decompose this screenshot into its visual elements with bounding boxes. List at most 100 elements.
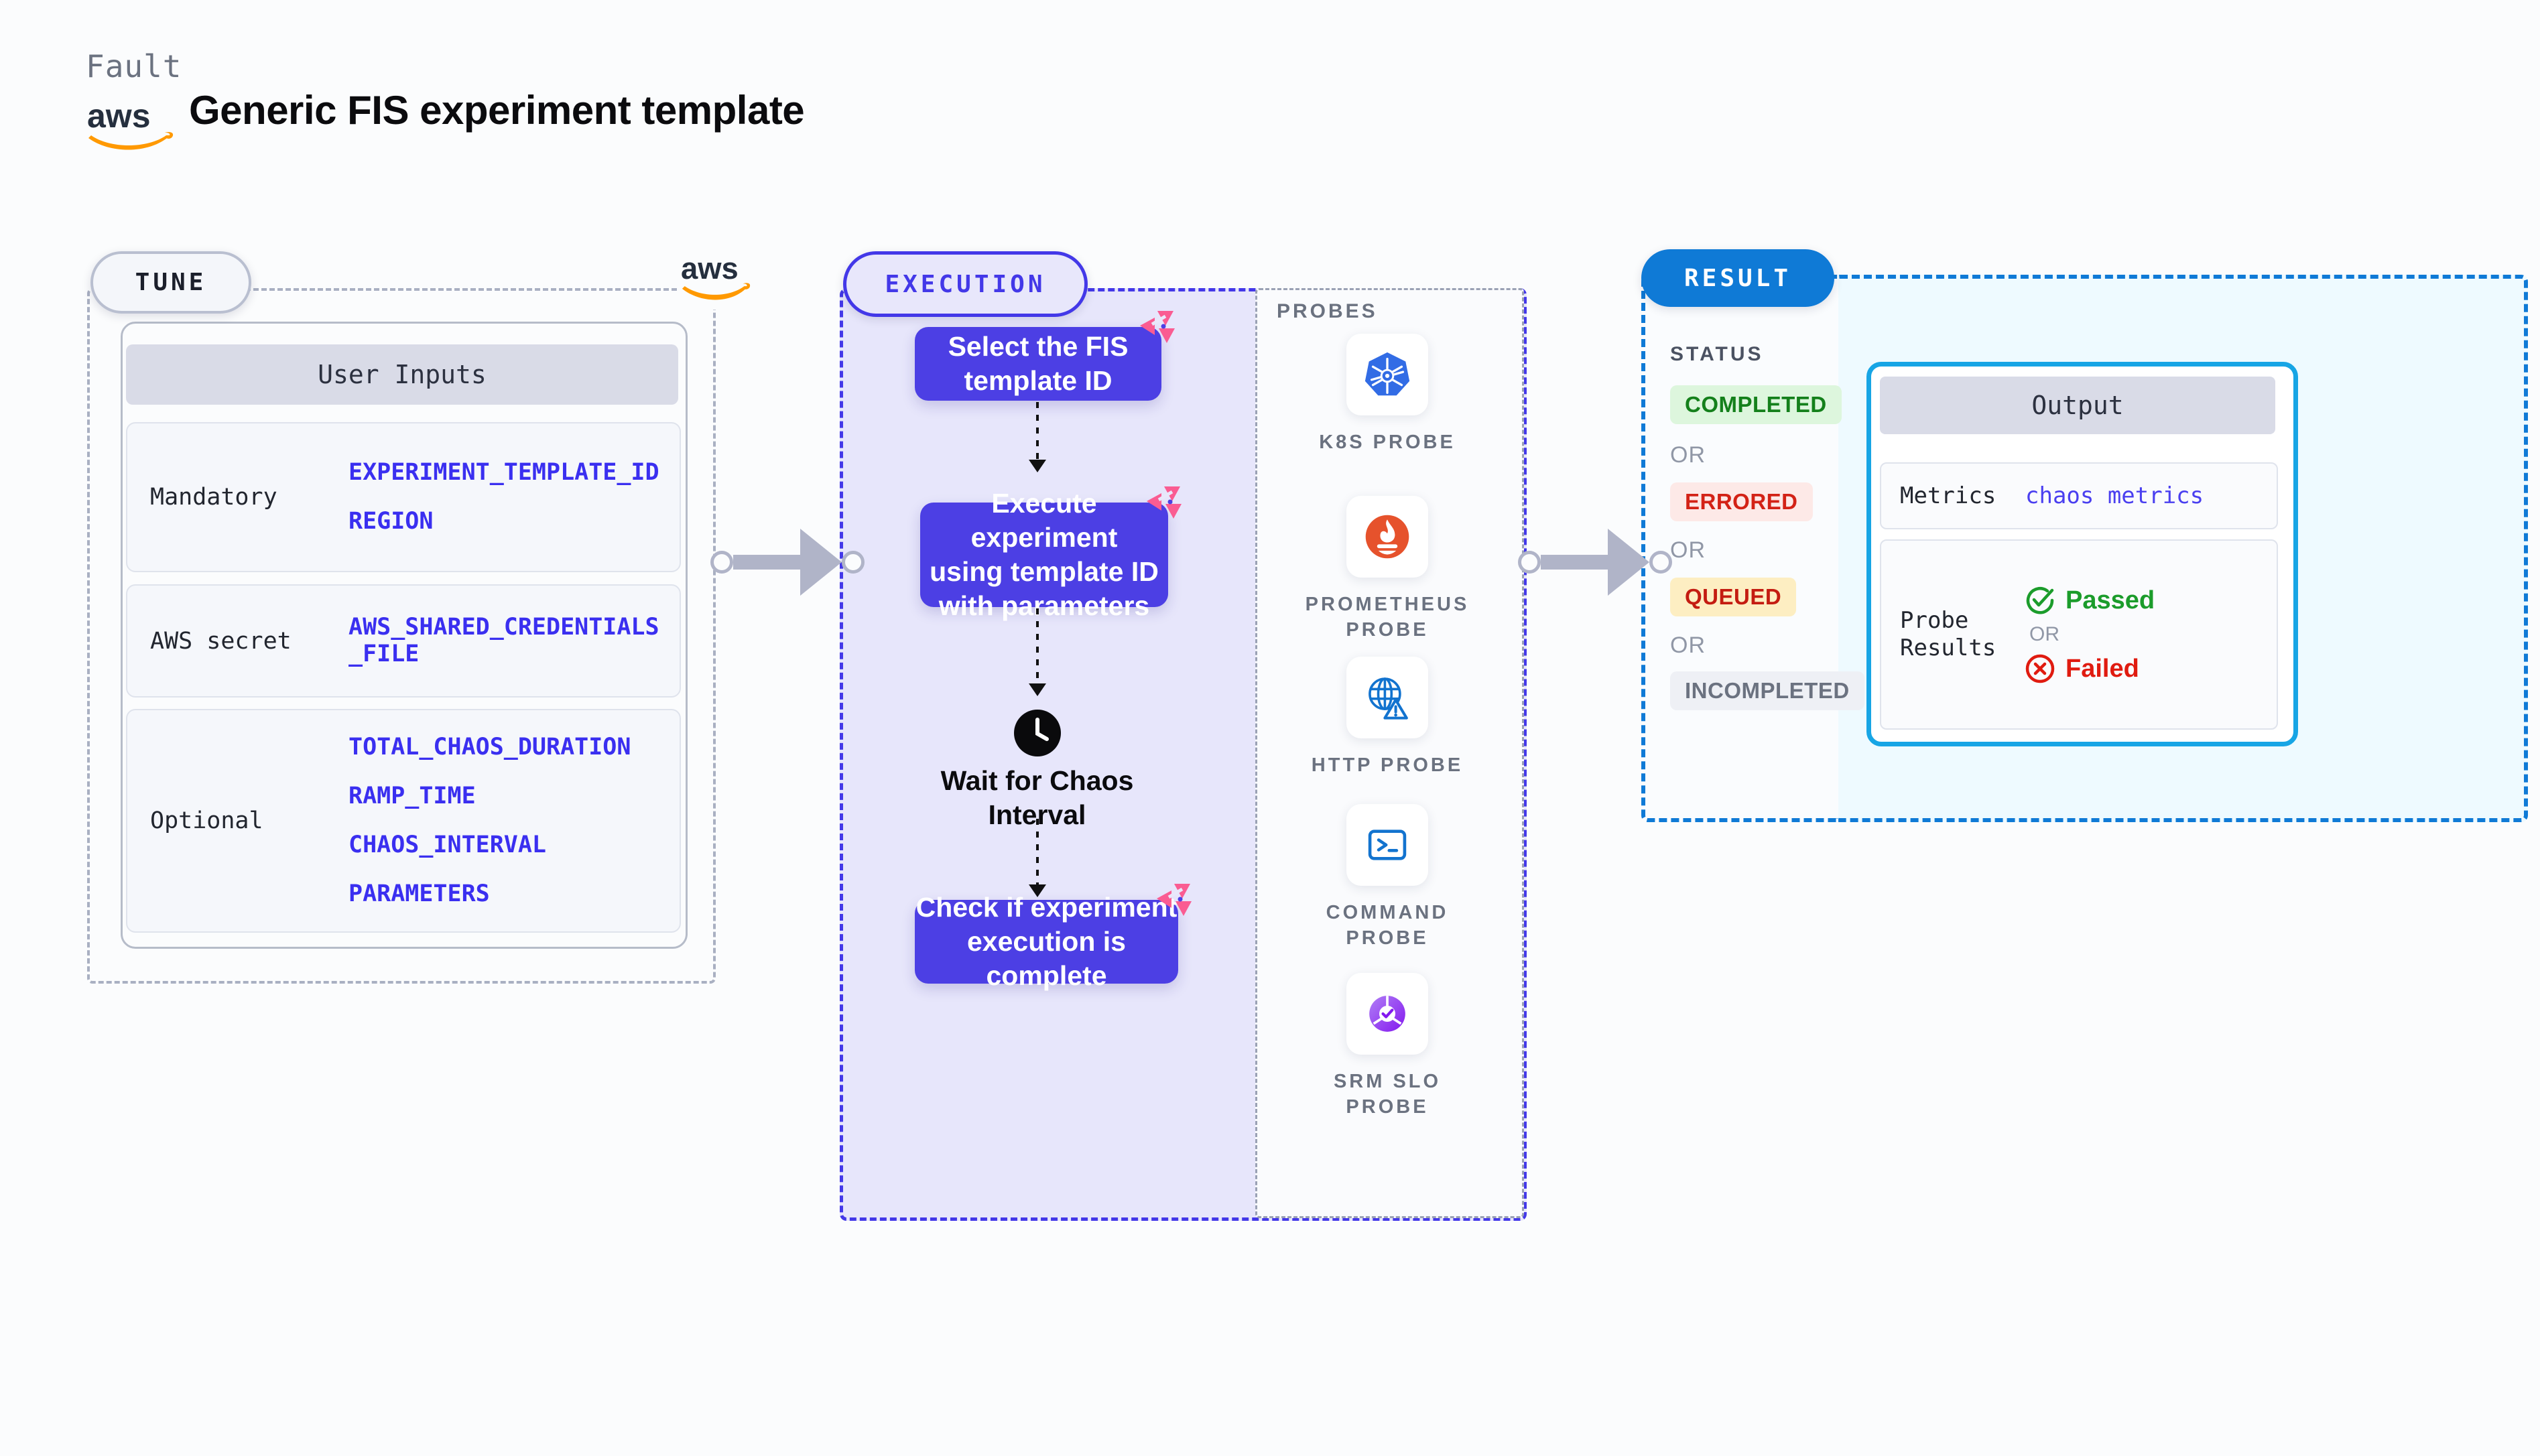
flow-arrow — [1036, 819, 1039, 886]
status-badge: ERRORED — [1670, 482, 1813, 521]
tune-row: Optional TOTAL_CHAOS_DURATION RAMP_TIME … — [126, 709, 681, 933]
status-badge: COMPLETED — [1670, 385, 1842, 424]
execution-step-label: Execute experiment using template ID wit… — [930, 488, 1159, 621]
tune-row-values: TOTAL_CHAOS_DURATION RAMP_TIME CHAOS_INT… — [348, 734, 631, 908]
connector-line — [1541, 555, 1608, 570]
probe-icon-box — [1346, 334, 1428, 415]
execution-step-label: Select the FIS template ID — [948, 331, 1129, 396]
probe-item[interactable]: SRM SLO PROBE — [1287, 973, 1488, 1120]
arrow-head-icon — [800, 529, 842, 596]
page-header: Fault aws Generic FIS experiment templat… — [0, 0, 2540, 194]
status-badge: QUEUED — [1670, 578, 1797, 616]
svg-text:aws: aws — [87, 97, 151, 135]
param-value: EXPERIMENT_TEMPLATE_ID — [348, 458, 659, 486]
tune-badge: TUNE — [90, 251, 251, 314]
probe-item[interactable]: COMMAND PROBE — [1287, 804, 1488, 951]
status-title: STATUS — [1670, 343, 1764, 365]
connector-tune-to-execution — [710, 529, 865, 596]
probes-panel — [1255, 288, 1524, 1218]
result-status-panel — [1641, 275, 1838, 822]
connector-dot — [1518, 551, 1541, 574]
user-inputs-header: User Inputs — [126, 344, 678, 405]
probe-item[interactable]: PROMETHEUS PROBE — [1287, 496, 1488, 643]
probe-icon-box — [1346, 973, 1428, 1055]
status-badge: INCOMPLETED — [1670, 671, 1864, 710]
flow-arrow — [1036, 608, 1039, 685]
connector-line — [733, 555, 800, 570]
probe-icon-box — [1346, 657, 1428, 738]
probe-result-passed: Passed — [2025, 586, 2155, 615]
arrow-head-icon — [1029, 683, 1046, 696]
output-header: Output — [1880, 377, 2275, 434]
probe-icon-box — [1346, 496, 1428, 578]
wait-label: Wait for Chaos Interval — [940, 765, 1134, 831]
execution-step: Execute experiment using template ID wit… — [920, 486, 1182, 621]
clock-icon — [1013, 709, 1062, 757]
result-badge: RESULT — [1641, 249, 1834, 307]
or-separator: OR — [1670, 633, 1706, 658]
tune-row-label: Mandatory — [150, 484, 277, 511]
check-circle-icon — [2026, 587, 2054, 614]
param-value: CHAOS_INTERVAL — [348, 832, 547, 858]
tune-row-values: EXPERIMENT_TEMPLATE_ID REGION — [348, 458, 659, 535]
eyebrow-label: Fault — [86, 48, 182, 84]
probe-item[interactable]: HTTP PROBE — [1287, 657, 1488, 779]
prometheus-icon — [1365, 515, 1409, 559]
probe-label: PROMETHEUS PROBE — [1305, 594, 1470, 641]
passed-label: Passed — [2066, 586, 2155, 614]
x-circle-icon — [2025, 654, 2055, 683]
metrics-value: chaos metrics — [2025, 482, 2204, 509]
probe-label: HTTP PROBE — [1311, 754, 1464, 776]
or-separator: OR — [2029, 623, 2059, 645]
litmus-chaos-icon — [1147, 486, 1182, 519]
probe-label: COMMAND PROBE — [1326, 902, 1449, 949]
probe-results-values: Passed OR Failed — [2025, 586, 2155, 683]
litmus-chaos-icon — [1157, 884, 1192, 916]
arrow-head-icon — [1608, 529, 1649, 596]
probe-results-row: Probe Results Passed OR Failed — [1880, 539, 2278, 730]
aws-logo: aws — [677, 243, 755, 310]
tune-row-label: AWS secret — [150, 627, 292, 655]
tune-row-label: Optional — [150, 807, 263, 834]
connector-dot — [842, 551, 865, 574]
execution-step-label: Check if experiment execution is complet… — [915, 892, 1178, 991]
page-title: Generic FIS experiment template — [189, 88, 805, 133]
param-value: AWS_SHARED_CREDENTIALS _FILE — [348, 614, 659, 667]
probe-result-failed: Failed — [2025, 654, 2155, 683]
execution-step: Check if experiment execution is complet… — [915, 884, 1192, 991]
metrics-row: Metrics chaos metrics — [1880, 462, 2278, 529]
kubernetes-icon — [1364, 352, 1410, 396]
connector-execution-to-result — [1518, 529, 1672, 596]
param-value: TOTAL_CHAOS_DURATION — [348, 733, 631, 760]
terminal-icon — [1368, 830, 1407, 860]
svg-text:aws: aws — [681, 251, 739, 285]
or-separator: OR — [1670, 442, 1706, 468]
tune-panel — [87, 288, 716, 984]
probe-label: K8S PROBE — [1319, 432, 1456, 453]
arrow-head-icon — [1029, 884, 1046, 897]
metrics-label: Metrics — [1900, 482, 1996, 509]
failed-label: Failed — [2066, 654, 2139, 683]
flow-arrow — [1036, 402, 1039, 461]
probe-results-label: Probe Results — [1900, 607, 1996, 661]
connector-dot — [1649, 551, 1672, 574]
slo-donut-icon — [1369, 996, 1405, 1032]
tune-row-values: AWS_SHARED_CREDENTIALS _FILE — [348, 614, 659, 667]
probe-icon-box — [1346, 804, 1428, 886]
arrow-head-icon — [1029, 460, 1046, 472]
probes-title: PROBES — [1277, 300, 1378, 322]
param-value: REGION — [348, 508, 434, 535]
param-value: RAMP_TIME — [348, 782, 476, 809]
litmus-chaos-icon — [1140, 311, 1175, 343]
tune-row: AWS secret AWS_SHARED_CREDENTIALS _FILE — [126, 584, 681, 698]
or-separator: OR — [1670, 537, 1706, 563]
execution-step: Select the FIS template ID — [915, 311, 1175, 401]
probe-label: SRM SLO PROBE — [1333, 1071, 1442, 1118]
globe-warning-icon — [1369, 677, 1408, 720]
aws-logo: aws — [86, 94, 174, 153]
tune-row: Mandatory EXPERIMENT_TEMPLATE_ID REGION — [126, 422, 681, 572]
probe-item[interactable]: K8S PROBE — [1287, 334, 1488, 456]
connector-dot — [710, 551, 733, 574]
execution-badge: EXECUTION — [843, 251, 1088, 317]
param-value: PARAMETERS — [348, 880, 490, 908]
